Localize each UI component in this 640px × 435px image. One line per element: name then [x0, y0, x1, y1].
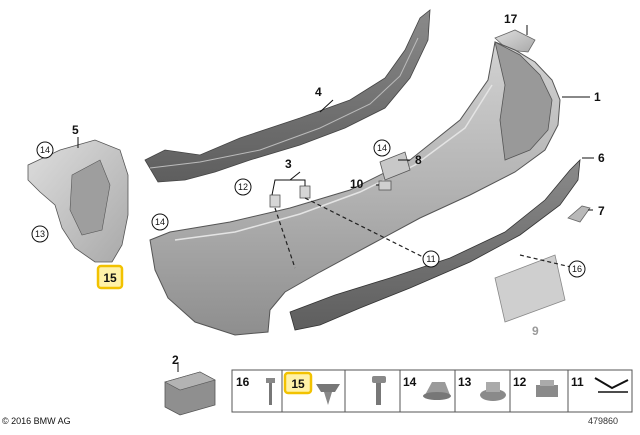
fastener-cell-14[interactable]: 14 — [403, 375, 451, 400]
label-4: 4 — [315, 85, 322, 99]
callout-16-plate: 16 — [568, 260, 586, 278]
fastener-cell-16[interactable]: 16 — [236, 375, 275, 405]
svg-text:11: 11 — [571, 375, 584, 389]
svg-text:16: 16 — [572, 264, 582, 274]
svg-text:15: 15 — [103, 271, 117, 285]
callout-14-bumper: 14 — [151, 213, 169, 231]
svg-text:12: 12 — [513, 375, 527, 389]
svg-text:15: 15 — [291, 377, 305, 391]
svg-text:12: 12 — [238, 182, 248, 192]
svg-text:14: 14 — [40, 145, 50, 155]
label-9: 9 — [532, 324, 539, 338]
fastener-cell-13[interactable]: 13 — [458, 375, 506, 401]
label-5: 5 — [72, 123, 79, 137]
svg-text:13: 13 — [458, 375, 472, 389]
svg-text:11: 11 — [426, 254, 435, 264]
label-8: 8 — [415, 153, 422, 167]
svg-text:14: 14 — [155, 217, 165, 227]
fastener-cell-11-and-symbol[interactable]: 11 — [571, 375, 629, 393]
part-number-labels: 17 1 4 5 3 8 10 6 7 9 2 — [72, 12, 605, 367]
callout-12-carrier: 12 — [234, 178, 252, 196]
reference-number: 479860 — [588, 416, 618, 426]
callout-14-small: 14 — [373, 139, 391, 157]
label-6: 6 — [598, 151, 605, 165]
callout-15-bracket-highlighted: 15 — [96, 264, 124, 290]
svg-text:14: 14 — [403, 375, 417, 389]
svg-text:16: 16 — [236, 375, 250, 389]
callout-11-bumper: 11 — [422, 250, 440, 268]
bumper-panel-part-1[interactable] — [149, 41, 561, 336]
copyright-text: © 2016 BMW AG — [2, 416, 71, 426]
clip-part-10[interactable] — [378, 180, 392, 191]
fastener-row: 16 15 14 13 12 — [231, 369, 633, 413]
leader-lines — [77, 25, 594, 372]
callout-14-bracket: 14 — [36, 141, 54, 159]
clip-part-8[interactable] — [379, 151, 411, 181]
label-10: 10 — [350, 177, 364, 191]
carrier-bracket-part-4[interactable] — [144, 9, 431, 183]
assembly-guide-lines — [274, 197, 576, 269]
svg-text:13: 13 — [35, 229, 45, 239]
fastener-cell-12[interactable]: 12 — [513, 375, 558, 397]
fastener-cell-unlabeled[interactable] — [372, 376, 386, 405]
label-3: 3 — [285, 157, 292, 171]
licence-plate-part-9[interactable] — [494, 254, 566, 323]
callout-13-bracket: 13 — [31, 225, 49, 243]
foam-block-part-2[interactable] — [164, 371, 216, 416]
fastener-cell-15-highlighted[interactable]: 15 — [283, 371, 340, 405]
side-bracket-part-5[interactable] — [27, 139, 129, 263]
label-7: 7 — [598, 204, 605, 218]
cover-part-7[interactable] — [567, 205, 591, 223]
label-17: 17 — [504, 12, 518, 26]
svg-text:14: 14 — [377, 143, 387, 153]
label-2: 2 — [172, 353, 179, 367]
label-1: 1 — [594, 90, 601, 104]
